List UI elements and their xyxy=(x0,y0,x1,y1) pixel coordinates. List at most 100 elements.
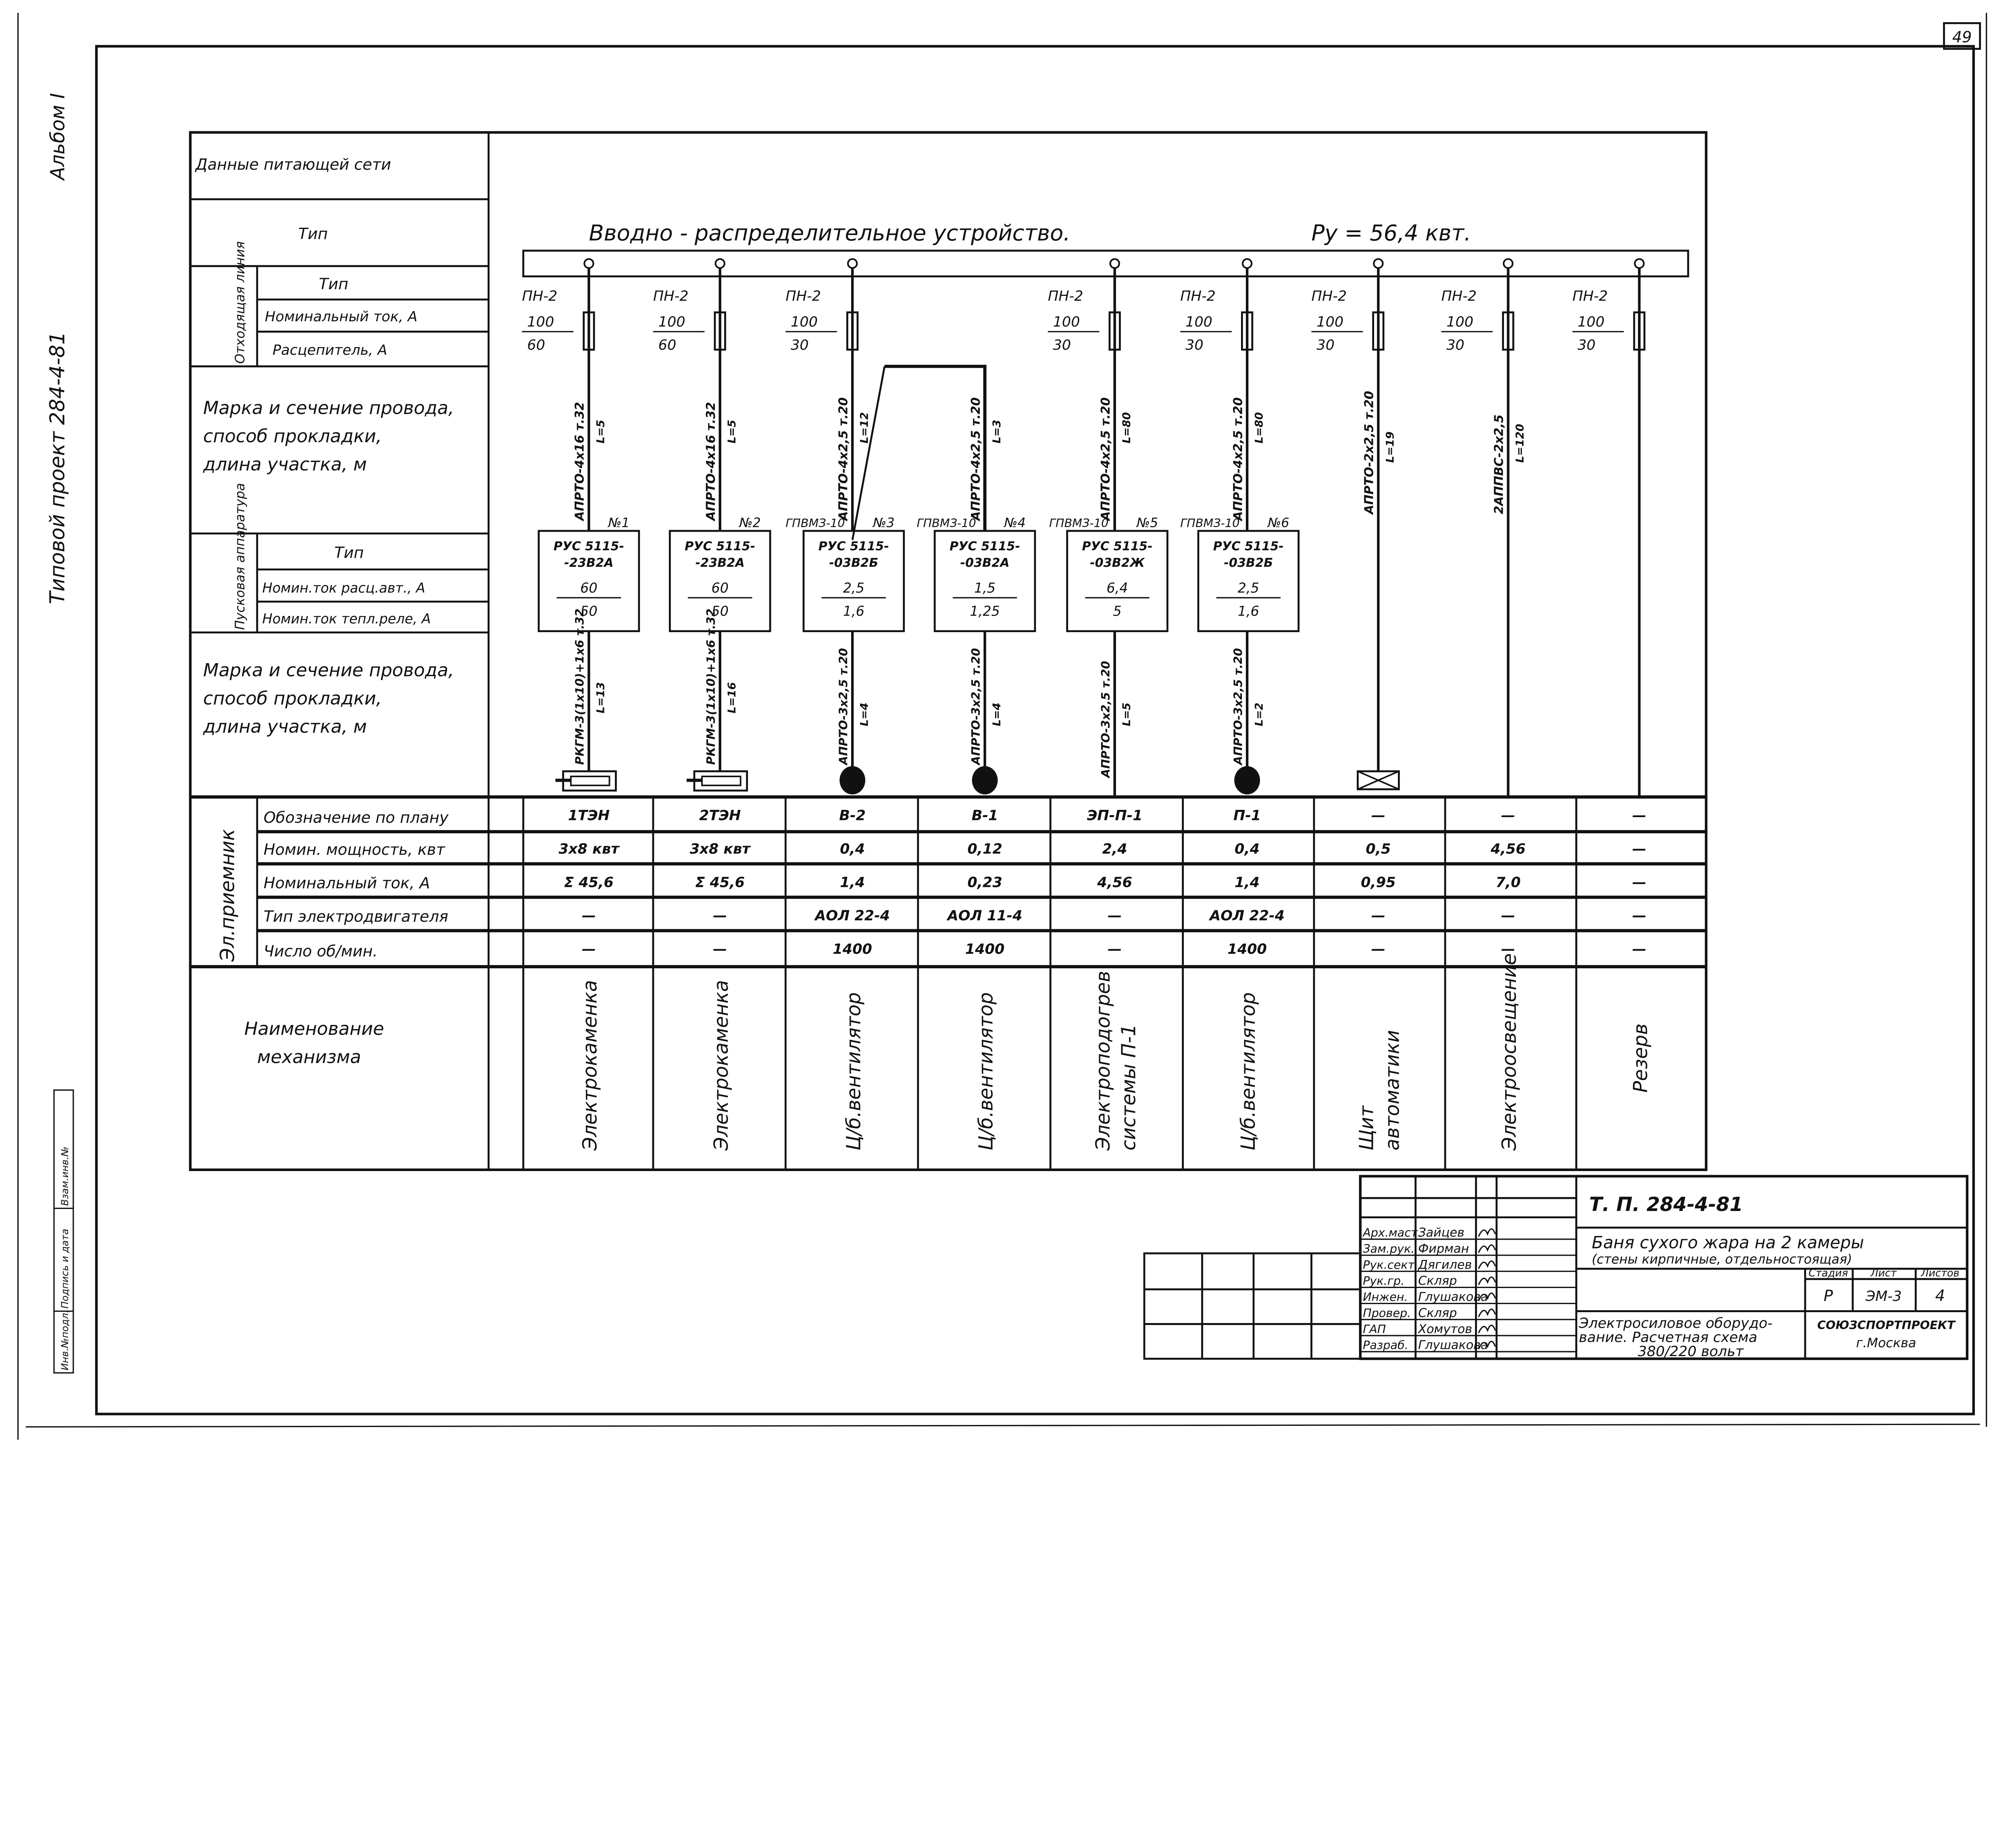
bus-terminal xyxy=(1109,258,1120,269)
label-starter-group: Пусковая аппаратура xyxy=(232,483,248,630)
starter-type-line2: -03В2Б xyxy=(1224,556,1273,570)
circuit-breaker-type: ГПВМЗ-10 xyxy=(1180,516,1239,530)
cable-mark-lower: АПРТО-3х2,5 т.20 xyxy=(1099,661,1112,778)
label-mechanism: Наименование xyxy=(244,1018,384,1039)
installed-power: Ру = 56,4 квт. xyxy=(1312,220,1471,246)
fuse-symbol xyxy=(583,311,595,351)
starter-type: РУС 5115- xyxy=(1213,539,1284,553)
fuse-type: ПН-2 xyxy=(1441,288,1477,304)
receiver-power: — xyxy=(1632,841,1646,857)
fuse-symbol xyxy=(846,311,859,351)
receiver-power: 0,4 xyxy=(840,841,865,857)
starter-number: №2 xyxy=(739,515,761,530)
fuse-nominal: 100 xyxy=(1185,314,1212,330)
receiver-current: 0,23 xyxy=(967,874,1002,890)
receiver-power: 2,4 xyxy=(1102,841,1127,857)
label-cable2-line3: длина участка, м xyxy=(203,716,367,737)
starter-release-current: 60 xyxy=(711,580,729,596)
starter-type-line2: -03В2Ж xyxy=(1090,556,1145,570)
fuse-type: ПН-2 xyxy=(1180,288,1216,304)
person-role: Рук.гр. xyxy=(1363,1274,1404,1288)
row-labels: Данные питающей сети Тип Отходящая линия… xyxy=(195,156,454,1067)
starter-type: РУС 5115- xyxy=(818,539,889,553)
cable-length-upper: L=5 xyxy=(595,420,607,443)
mechanism-name: Ц/б.вентилятор xyxy=(1237,992,1260,1151)
fuse-symbol xyxy=(1502,311,1514,351)
thermal-relay-current: 1,6 xyxy=(1238,603,1259,619)
receiver-power: 3х8 квт xyxy=(558,841,620,857)
starter-type: РУС 5115- xyxy=(1082,539,1152,553)
starter-release-current: 2,5 xyxy=(1238,580,1259,596)
fuse-nominal: 100 xyxy=(1578,314,1605,330)
cable-mark-lower: РКГМ-3(1х10)+1х6 т.32 xyxy=(573,609,587,765)
stage-value: Р xyxy=(1824,1287,1833,1305)
signature-icon xyxy=(1478,1309,1496,1317)
title-block-text: Т. П. 284-4-81 Баня сухого жара на 2 кам… xyxy=(1579,1194,1960,1360)
label-mechanism-line2: механизма xyxy=(257,1047,361,1067)
cable-mark-upper: АПРТО-4х2,5 т.20 xyxy=(969,397,983,522)
person-name: Зайцев xyxy=(1418,1226,1464,1240)
bus-terminal xyxy=(1241,258,1253,269)
mechanism-name: Ц/б.вентилятор xyxy=(975,992,998,1151)
receiver-designation: П-1 xyxy=(1233,807,1261,824)
receiver-current: 1,4 xyxy=(840,874,865,890)
cable-length-lower: L=16 xyxy=(726,682,738,714)
person-name: Скляр xyxy=(1418,1274,1457,1288)
fuse-type: ПН-2 xyxy=(653,288,689,304)
cable-length-upper: L=80 xyxy=(1253,412,1265,443)
sheet-title: Электросиловое оборудо- xyxy=(1579,1315,1772,1332)
cable-mark-upper: АПРТО-4х16 т.32 xyxy=(573,402,587,521)
bus-terminal xyxy=(847,258,858,269)
label-current: Номинальный ток, А xyxy=(264,874,430,892)
receiver-power: 4,56 xyxy=(1490,841,1526,857)
receiver-designation: ЭП-П-1 xyxy=(1087,807,1143,824)
mechanism-name: Щит xyxy=(1356,1105,1378,1151)
sheet-number: 49 xyxy=(1952,28,1972,46)
bus-terminal xyxy=(1634,258,1645,269)
receiver-rpm: 1400 xyxy=(1227,941,1267,957)
receiver-power: 0,5 xyxy=(1366,841,1391,857)
receiver-designation: В-1 xyxy=(972,807,998,824)
label-power: Номин. мощность, квт xyxy=(264,841,446,859)
motor-icon xyxy=(1234,766,1260,795)
starter-box xyxy=(1066,530,1168,632)
cable-length-upper: L=5 xyxy=(726,420,738,443)
mechanism-name: Электроподогрев xyxy=(1092,971,1114,1151)
person-role: Провер. xyxy=(1363,1306,1411,1320)
mechanism-name: Электрокаменка xyxy=(710,980,733,1151)
object-name: Баня сухого жара на 2 камеры xyxy=(1592,1233,1864,1252)
sheets-value: 4 xyxy=(1935,1287,1945,1305)
starter-release-current: 60 xyxy=(580,580,598,596)
switchboard-title: Вводно - распределительное устройство. xyxy=(589,220,1070,246)
fuse-symbol xyxy=(1633,311,1645,351)
signature-icon xyxy=(1478,1228,1496,1237)
receiver-rpm: — xyxy=(1108,941,1122,957)
sheet-value: ЭМ-3 xyxy=(1865,1288,1902,1305)
fuse-symbol xyxy=(1241,311,1254,351)
label-designation: Обозначение по плану xyxy=(264,809,449,827)
motor-icon xyxy=(972,766,998,795)
fuse-nominal: 100 xyxy=(791,314,818,330)
side-stamp-inventory: Инв.№подл. xyxy=(59,1310,71,1370)
sheet-title-line3: 380/220 вольт xyxy=(1638,1343,1744,1360)
panel-cross-icon xyxy=(1357,770,1400,790)
receiver-motor-type: — xyxy=(1501,907,1515,924)
fuse-type: ПН-2 xyxy=(1312,288,1347,304)
bus-terminal xyxy=(714,258,725,269)
project-label: Типовой проект 284-4-81 xyxy=(46,332,69,604)
receiver-motor-type: — xyxy=(1108,907,1122,924)
circuit-breaker-type: ГПВМЗ-10 xyxy=(917,516,976,530)
cable-length-upper: L=19 xyxy=(1384,431,1397,463)
person-role: Инжен. xyxy=(1363,1290,1408,1304)
receiver-designation: — xyxy=(1632,807,1646,824)
receiver-motor-type: АОЛ 11-4 xyxy=(946,907,1023,924)
outer-frame xyxy=(95,45,1975,1415)
bus-terminal xyxy=(1373,258,1384,269)
